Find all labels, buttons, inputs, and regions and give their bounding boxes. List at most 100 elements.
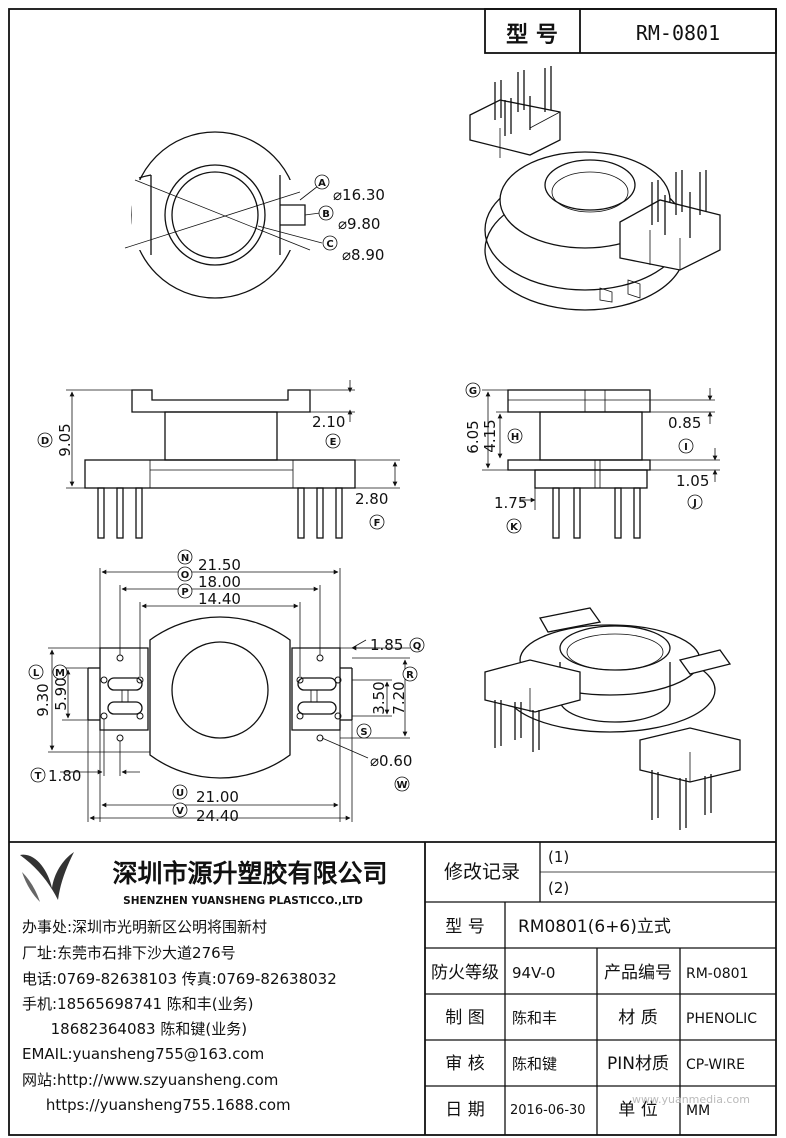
svg-text:6.05: 6.05 (464, 420, 482, 453)
side-dim-h: 4.15 H (481, 419, 523, 453)
company-name-cn: 深圳市源升塑胶有限公司 (112, 859, 387, 888)
svg-text:18.00: 18.00 (198, 573, 241, 591)
svg-text:N: N (181, 553, 189, 564)
svg-text:R: R (406, 670, 414, 681)
svg-text:T: T (35, 771, 42, 782)
bottom-dim-v: V 24.40 (172, 802, 239, 825)
svg-text:1.75: 1.75 (494, 494, 527, 512)
side-dim-i: 0.85 I (668, 414, 701, 454)
svg-text:1.80: 1.80 (48, 767, 81, 785)
bottom-view (48, 568, 410, 822)
front-dim-e: 2.10 E (312, 413, 345, 449)
svg-text:K: K (510, 522, 519, 533)
svg-text:B: B (322, 209, 330, 220)
svg-text:3.50: 3.50 (370, 681, 388, 714)
revision-row-1: (1) (548, 848, 569, 866)
front-dim-f: 2.80 F (355, 490, 388, 530)
material-label: 材 质 (618, 1008, 657, 1028)
pin-material-value: CP-WIRE (686, 1057, 745, 1073)
front-dim-d: D 9.05 (37, 423, 74, 457)
top-view-callout-c: C ⌀8.90 (322, 235, 384, 264)
svg-text:W: W (396, 780, 407, 791)
unit-label: 单 位 (618, 1100, 657, 1120)
top-view-callout-a: A ⌀16.30 (314, 174, 385, 204)
svg-text:⌀16.30: ⌀16.30 (333, 186, 385, 204)
svg-text:9.30: 9.30 (34, 683, 52, 716)
svg-text:2.10: 2.10 (312, 413, 345, 431)
svg-text:O: O (181, 570, 190, 581)
top-view-callout-b: B ⌀9.80 (318, 205, 380, 233)
svg-text:⌀0.60: ⌀0.60 (370, 752, 412, 770)
svg-text:G: G (469, 386, 477, 397)
bottom-dim-o: O 18.00 (177, 566, 241, 591)
svg-text:电话:0769-82638103 传真:0769-82638: 电话:0769-82638103 传真:0769-82638032 (22, 970, 337, 988)
product-no-value: RM-0801 (686, 966, 749, 982)
svg-text:厂址:东莞市石排下沙大道276号: 厂址:东莞市石排下沙大道276号 (22, 944, 236, 962)
company-name-en: SHENZHEN YUANSHENG PLASTICCO.,LTD (123, 895, 363, 907)
model-label: 型 号 (445, 917, 484, 937)
bottom-dim-n: N 21.50 (177, 549, 241, 574)
svg-text:U: U (176, 788, 184, 799)
svg-text:21.00: 21.00 (196, 788, 239, 806)
svg-text:I: I (684, 442, 688, 453)
svg-text:Q: Q (413, 641, 422, 652)
revision-row-2: (2) (548, 879, 569, 897)
date-label: 日 期 (445, 1100, 484, 1120)
drawn-label: 制 图 (445, 1008, 484, 1028)
svg-text:0.85: 0.85 (668, 414, 701, 432)
drawn-value: 陈和丰 (512, 1009, 557, 1027)
product-no-label: 产品编号 (604, 963, 672, 983)
svg-text:4.15: 4.15 (481, 419, 499, 452)
side-view (482, 388, 720, 539)
watermark: www.yuanmedia.com (632, 1093, 750, 1106)
pin-material-label: PIN材质 (607, 1054, 669, 1074)
unit-value: MM (686, 1103, 710, 1119)
side-dim-k: 1.75 K (494, 494, 527, 534)
sheet-border (8, 8, 777, 1136)
fire-value: 94V-0 (512, 964, 555, 982)
svg-text:A: A (318, 178, 326, 189)
svg-text:手机:18565698741 陈和丰(业务): 手机:18565698741 陈和丰(业务) (22, 995, 254, 1013)
svg-text:J: J (692, 498, 697, 509)
header-model-box: 型 号 RM-0801 (484, 8, 777, 54)
svg-text:9.05: 9.05 (56, 423, 74, 456)
header-model-value: RM-0801 (636, 21, 720, 45)
title-block-grid (425, 842, 776, 1135)
side-dim-g: G 6.05 (464, 382, 482, 454)
svg-text:C: C (326, 239, 333, 250)
company-logo (20, 852, 74, 902)
iso-view-top (469, 66, 721, 311)
svg-text:7.20: 7.20 (390, 681, 408, 714)
bottom-dim-t: T 1.80 (30, 767, 81, 785)
review-value: 陈和键 (512, 1055, 557, 1073)
title-block-text: 修改记录 (1) (2) 型 号 RM0801(6+6)立式 防火等级 94V-… (431, 848, 757, 1120)
date-value: 2016-06-30 (510, 1103, 586, 1118)
svg-text:P: P (181, 587, 188, 598)
fire-label: 防火等级 (431, 963, 499, 983)
bottom-dim-w: ⌀0.60 W (370, 752, 412, 792)
svg-text:D: D (41, 436, 49, 447)
svg-text:F: F (374, 518, 381, 529)
svg-text:1.05: 1.05 (676, 472, 709, 490)
svg-text:1.85: 1.85 (370, 636, 403, 654)
model-value: RM0801(6+6)立式 (518, 917, 671, 937)
revision-label: 修改记录 (444, 861, 520, 883)
front-view (66, 380, 400, 539)
svg-text:https://yuansheng755.1688.com: https://yuansheng755.1688.com (22, 1096, 291, 1114)
header-model-label: 型 号 (506, 23, 558, 48)
iso-view-bottom (484, 607, 741, 830)
svg-text:E: E (330, 437, 337, 448)
svg-text:18682364083 陈和键(业务): 18682364083 陈和键(业务) (22, 1020, 247, 1038)
bottom-dim-s: 3.50 S (356, 681, 388, 739)
review-label: 审 核 (445, 1054, 484, 1074)
svg-text:24.40: 24.40 (196, 807, 239, 825)
svg-text:S: S (360, 727, 367, 738)
svg-text:网站:http://www.szyuansheng.com: 网站:http://www.szyuansheng.com (22, 1071, 278, 1089)
svg-text:⌀8.90: ⌀8.90 (342, 246, 384, 264)
bottom-dim-q: 1.85 Q (370, 636, 425, 654)
svg-text:L: L (33, 668, 40, 679)
bottom-dim-m: M 5.90 (52, 664, 70, 711)
svg-text:V: V (176, 806, 184, 817)
svg-text:14.40: 14.40 (198, 590, 241, 608)
